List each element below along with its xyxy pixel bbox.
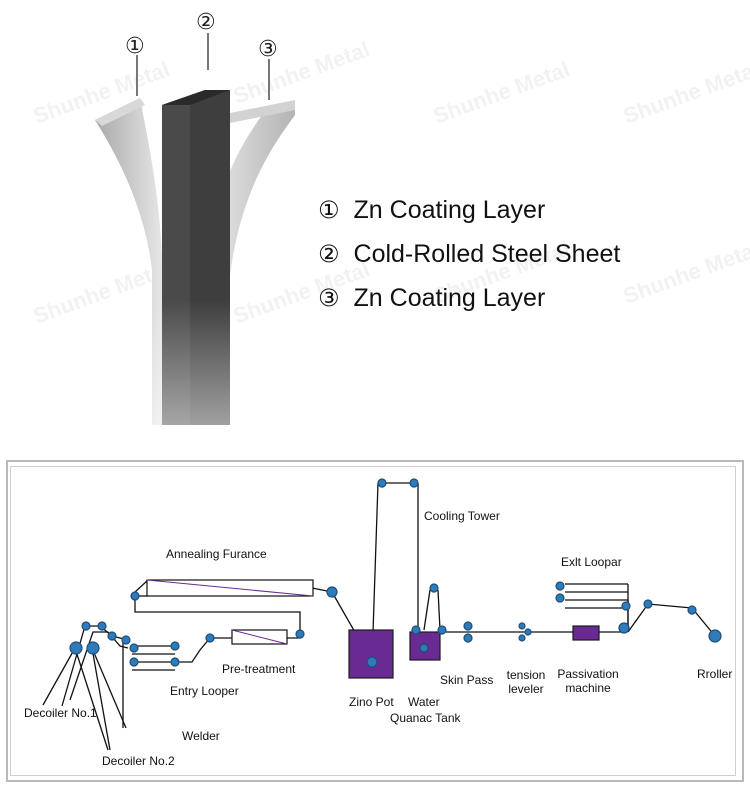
label-cooling-tower: Cooling Tower: [424, 509, 500, 523]
label-skin-pass: Skin Pass: [440, 673, 494, 687]
layer-marker-1: ①: [125, 34, 145, 59]
steel-sheet-illustration: [90, 90, 310, 435]
label-decoiler-1: Decoiler No.1: [24, 706, 97, 720]
label-welder: Welder: [182, 729, 220, 743]
layer-marker-3: ③: [258, 37, 278, 62]
process-diagram-frame: [6, 460, 744, 782]
zinc-pot: [348, 629, 394, 679]
label-exit-looper: Exlt Loopar: [561, 555, 622, 569]
label-zinc-pot: Zino Pot: [349, 695, 394, 709]
label-water: Water: [408, 695, 440, 709]
label-entry-looper: Entry Looper: [170, 684, 239, 698]
label-decoiler-2: Decoiler No.2: [102, 754, 175, 768]
rroller-roller: [708, 629, 722, 643]
passivation-machine: [572, 625, 600, 641]
layer-marker-2: ②: [196, 10, 216, 35]
pretreatment-unit: [231, 629, 288, 645]
label-pretreatment: Pre-treatment: [222, 662, 296, 676]
marker-lines: [136, 33, 270, 100]
decoiler-2-roller: [86, 641, 100, 655]
label-rroller: Rroller: [697, 667, 733, 681]
process-diagram-inner-frame: [10, 466, 736, 776]
left-coating-layer: [95, 98, 162, 425]
label-quench-tank: Quanac Tank: [390, 711, 461, 725]
label-annealing: Annealing Furance: [166, 547, 267, 561]
decoiler-1-roller: [69, 641, 83, 655]
annealing-furnace: [146, 579, 314, 597]
